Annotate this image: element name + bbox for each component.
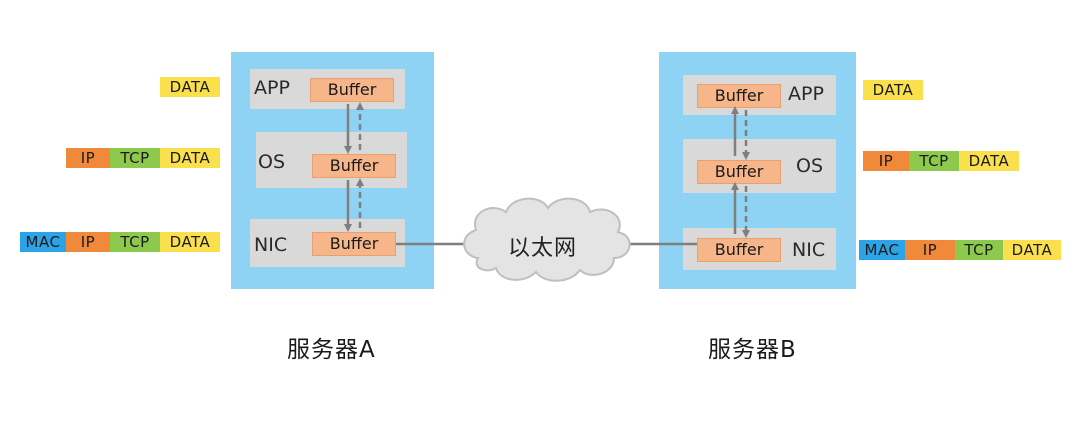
left-row2-tcp-tag: TCP: [110, 148, 160, 168]
left-row3-mac-tag: MAC: [20, 232, 66, 252]
server-b-os-buffer: Buffer: [697, 160, 781, 184]
server-b-app-label: APP: [788, 83, 824, 105]
server-a-nic-label: NIC: [254, 234, 288, 256]
left-row2-data-tag: DATA: [160, 148, 220, 168]
ethernet-cloud-icon: [463, 197, 631, 282]
server-a-os-buffer: Buffer: [312, 154, 396, 178]
right-row3-tcp-tag: TCP: [955, 240, 1003, 260]
left-row1-data-tag: DATA: [160, 77, 220, 97]
right-row3-data-tag: DATA: [1003, 240, 1061, 260]
server-a-nic-buffer: Buffer: [312, 232, 396, 256]
right-row1-data-tag: DATA: [863, 80, 923, 100]
ethernet-label: 以太网: [508, 236, 578, 261]
server-b-label: 服务器B: [708, 337, 797, 363]
right-row2-tcp-tag: TCP: [909, 151, 959, 171]
server-a-app-buffer: Buffer: [310, 78, 394, 102]
left-row3-data-tag: DATA: [160, 232, 220, 252]
server-b-nic-buffer: Buffer: [697, 238, 781, 262]
server-b-nic-label: NIC: [792, 239, 826, 261]
left-row3-tcp-tag: TCP: [110, 232, 160, 252]
right-row2-data-tag: DATA: [959, 151, 1019, 171]
left-row3-ip-tag: IP: [66, 232, 110, 252]
left-row2-ip-tag: IP: [66, 148, 110, 168]
server-b-app-buffer: Buffer: [697, 84, 781, 108]
right-row3-ip-tag: IP: [905, 240, 955, 260]
server-a-label: 服务器A: [287, 337, 376, 363]
right-row3-mac-tag: MAC: [859, 240, 905, 260]
server-b-os-label: OS: [796, 155, 824, 177]
server-a-os-label: OS: [258, 151, 286, 173]
server-a-app-label: APP: [254, 77, 290, 99]
right-row2-ip-tag: IP: [863, 151, 909, 171]
